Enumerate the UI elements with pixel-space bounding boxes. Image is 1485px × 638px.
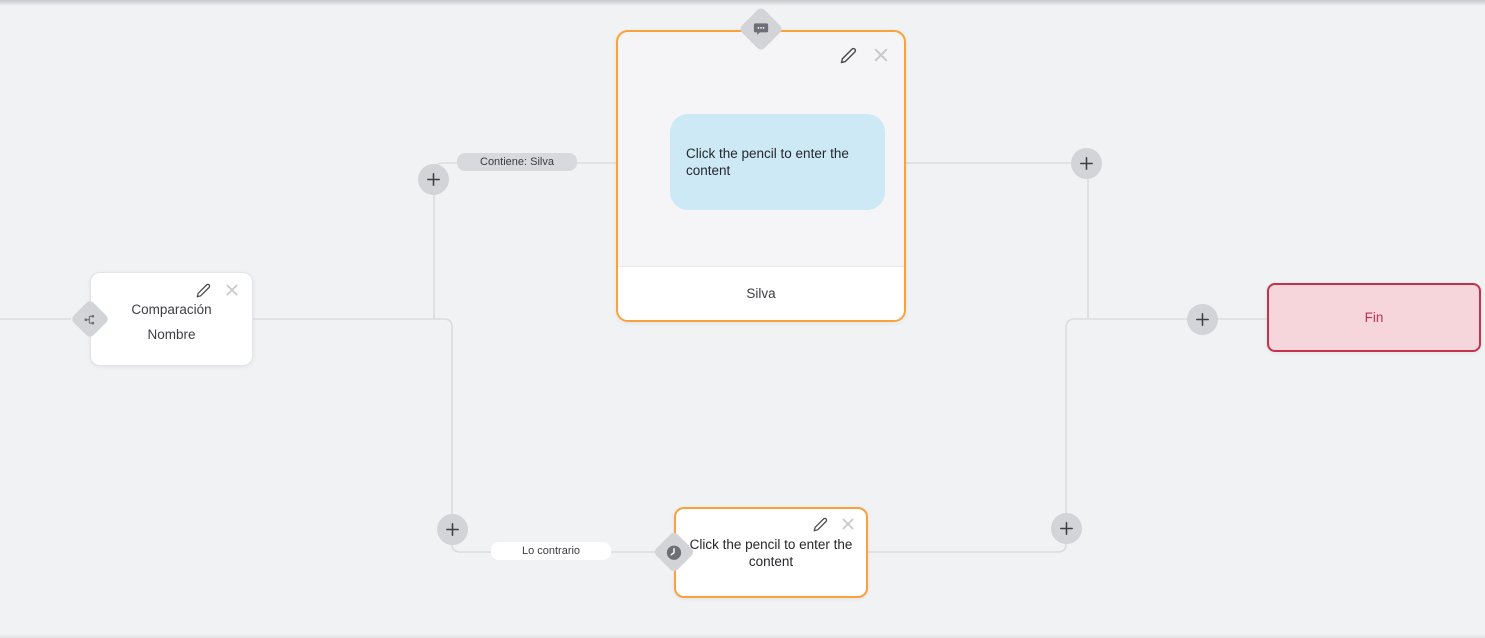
edge-condition-to-delay <box>253 318 656 553</box>
edge-message-to-end <box>905 162 1089 319</box>
pencil-icon <box>813 517 828 531</box>
edge-condition-to-message <box>433 162 617 319</box>
close-icon <box>226 284 238 296</box>
plus-icon <box>1060 522 1073 535</box>
message-bubble: Click the pencil to enter the content <box>670 114 885 210</box>
add-node-button-before-end[interactable] <box>1187 304 1218 335</box>
message-node-handle[interactable] <box>738 6 784 52</box>
end-node[interactable]: Fin <box>1267 283 1481 352</box>
edge-label-otherwise[interactable]: Lo contrario <box>491 542 611 560</box>
plus-icon <box>446 523 459 536</box>
delay-node-handle[interactable] <box>652 530 696 574</box>
chat-dots-icon <box>753 23 769 35</box>
plus-icon <box>1196 313 1209 326</box>
message-node[interactable]: Click the pencil to enter the content Si… <box>616 30 906 322</box>
edit-button[interactable] <box>813 517 828 532</box>
message-bubble-text: Click the pencil to enter the content <box>686 146 849 178</box>
close-icon <box>842 518 854 530</box>
add-node-button-top-right[interactable] <box>1071 148 1102 179</box>
condition-title-line2: Nombre <box>147 327 196 342</box>
edit-button[interactable] <box>840 47 857 64</box>
delete-button[interactable] <box>872 46 890 64</box>
message-footer-label: Silva <box>746 286 776 301</box>
branch-icon <box>83 312 98 327</box>
delay-node-text: Click the pencil to enter the content <box>689 537 853 569</box>
condition-node-handle[interactable] <box>70 299 110 339</box>
clock-icon <box>666 544 682 560</box>
condition-title-line1: Comparación <box>131 302 212 317</box>
delete-button[interactable] <box>224 282 240 298</box>
clock-icon <box>665 543 684 562</box>
add-node-button-top-left[interactable] <box>418 164 449 195</box>
message-footer: Silva <box>618 266 904 320</box>
branch-icon <box>84 314 95 324</box>
end-node-label: Fin <box>1364 310 1384 325</box>
edit-button[interactable] <box>196 283 211 298</box>
delay-node[interactable]: Click the pencil to enter the content <box>674 507 868 598</box>
add-node-button-bottom-right[interactable] <box>1051 513 1082 544</box>
close-icon <box>874 48 888 62</box>
plus-icon <box>1080 157 1093 170</box>
edge-delay-to-end <box>868 318 1268 553</box>
condition-node[interactable]: Comparación Nombre <box>90 272 253 366</box>
add-node-button-bottom-left[interactable] <box>437 514 468 545</box>
plus-icon <box>427 173 440 186</box>
pencil-icon <box>196 283 211 297</box>
edge-label-contains[interactable]: Contiene: Silva <box>457 153 577 171</box>
pencil-icon <box>840 47 857 63</box>
chat-dots-icon <box>752 20 770 38</box>
delete-button[interactable] <box>840 516 856 532</box>
